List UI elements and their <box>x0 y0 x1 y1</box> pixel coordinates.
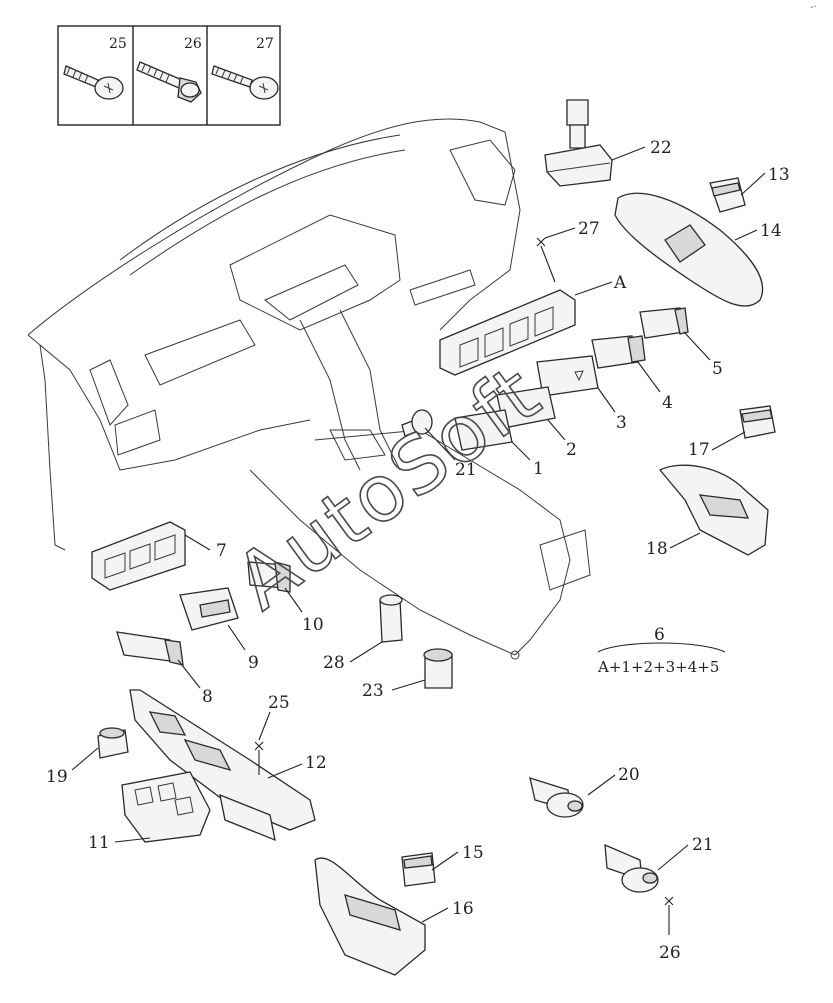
callout-A: A <box>613 273 627 293</box>
part-15-switch <box>401 852 436 887</box>
switch-5 <box>639 307 689 339</box>
callout-14: 14 <box>760 221 782 241</box>
callout-28: 28 <box>323 653 345 673</box>
fastener-label-25: 25 <box>109 36 127 52</box>
assembly-formula: A+1+2+3+4+5 <box>597 658 719 676</box>
watermark: AutoSoft <box>220 348 557 627</box>
knob-part <box>401 409 433 437</box>
part-21-lamp <box>604 843 659 893</box>
part-16-bezel <box>314 857 426 976</box>
callout-26: 26 <box>659 943 681 963</box>
callout-27: 27 <box>578 219 600 239</box>
screw-25-icon <box>63 65 124 100</box>
callout-25: 25 <box>268 693 290 713</box>
callout-17: 17 <box>688 440 710 460</box>
switch-4 <box>591 335 646 369</box>
fastener-label-26: 26 <box>184 36 202 52</box>
part-7-switch-block <box>91 521 186 591</box>
callout-1: 1 <box>533 459 544 479</box>
screw-27-icon <box>211 65 279 100</box>
callout-15: 15 <box>462 843 484 863</box>
part-17-switch <box>739 405 776 439</box>
part-11-switch-cluster <box>121 771 211 843</box>
callout-20: 20 <box>618 765 640 785</box>
callout-23: 23 <box>362 681 384 701</box>
corner-mark: -· <box>810 2 817 13</box>
callout-3: 3 <box>616 413 627 433</box>
callout-10: 10 <box>302 615 324 635</box>
screw-26-icon <box>136 61 202 103</box>
switch-panel-A <box>439 289 576 376</box>
callout-16: 16 <box>452 899 474 919</box>
fastener-legend-box: 25 26 27 <box>57 25 281 126</box>
leader-lines <box>71 146 766 935</box>
callout-9: 9 <box>248 653 259 673</box>
instrument-panel-outline <box>27 118 591 660</box>
part-18-bezel <box>658 464 769 556</box>
callout-21-center: 21 <box>455 460 477 480</box>
part-28-socket <box>379 594 403 643</box>
callout-11: 11 <box>88 833 110 853</box>
callout-22: 22 <box>650 138 672 158</box>
assembly-number: 6 <box>654 625 665 645</box>
callout-7: 7 <box>216 541 227 561</box>
callout-5: 5 <box>712 359 723 379</box>
part-9-switch <box>179 587 239 631</box>
part-13-switch <box>709 177 746 213</box>
part-14-bezel <box>614 192 764 307</box>
part-10-switch <box>247 561 291 593</box>
callout-12: 12 <box>305 753 327 773</box>
part-23-socket <box>423 648 453 689</box>
callout-21: 21 <box>692 835 714 855</box>
callout-8: 8 <box>202 687 213 707</box>
callout-13: 13 <box>768 165 790 185</box>
callout-18: 18 <box>646 539 668 559</box>
fastener-marks <box>254 237 674 906</box>
part-8-switch <box>116 631 184 666</box>
part-19-knob <box>97 727 129 759</box>
callout-19: 19 <box>46 767 68 787</box>
part-22-module <box>544 99 613 187</box>
callout-2: 2 <box>566 440 577 460</box>
part-20-lamp <box>529 777 584 818</box>
fastener-label-27: 27 <box>256 36 274 52</box>
callout-4: 4 <box>662 393 673 413</box>
part-12-door-bezel <box>129 689 316 842</box>
